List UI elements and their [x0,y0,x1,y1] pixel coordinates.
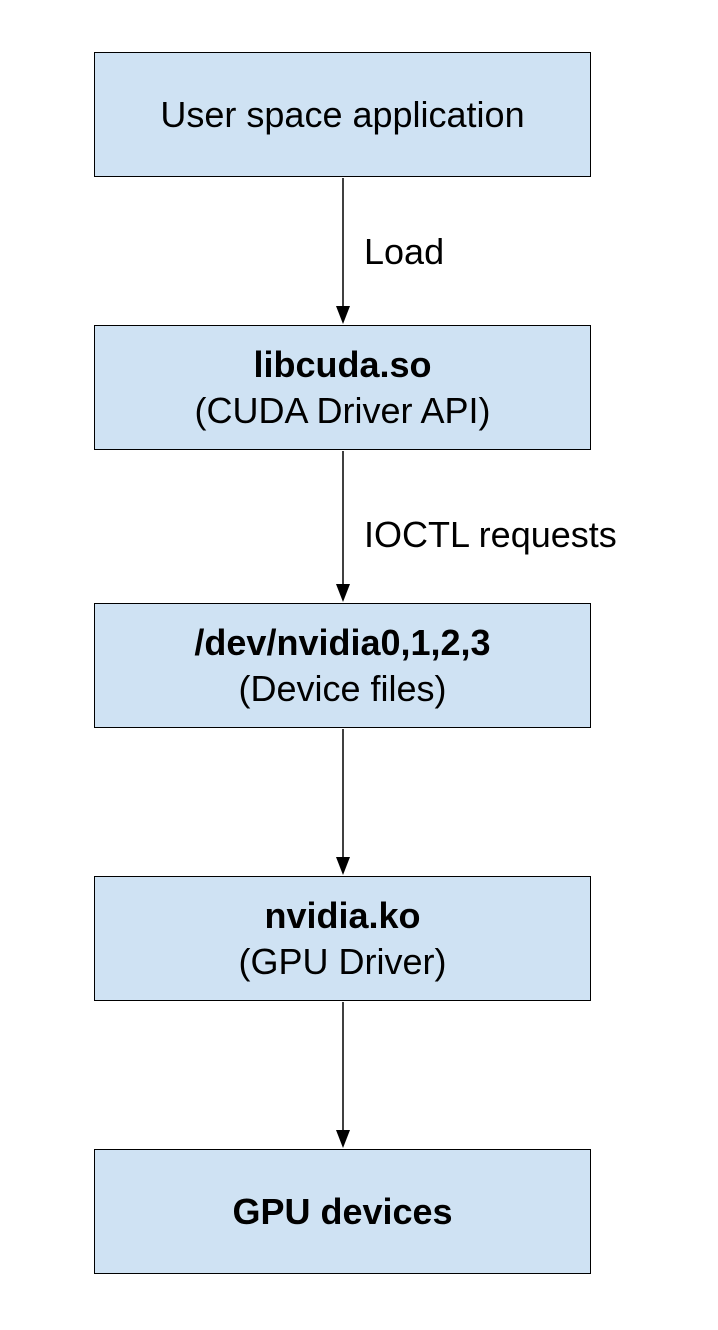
node-title: /dev/nvidia0,1,2,3 [194,621,491,663]
node-subtitle: (Device files) [238,667,447,709]
node-title: nvidia.ko [264,894,421,936]
node-gpu-devices: GPU devices [94,1149,591,1274]
node-subtitle: (CUDA Driver API) [194,389,491,431]
node-nvidia-ko: nvidia.ko (GPU Driver) [94,876,591,1001]
node-title: GPU devices [232,1190,453,1232]
edge-label-ioctl-requests: IOCTL requests [364,514,617,555]
node-libcuda: libcuda.so (CUDA Driver API) [94,325,591,450]
arrow-device-files-to-driver [336,729,350,875]
arrow-load [336,178,350,324]
edge-label-load: Load [364,231,445,272]
arrow-driver-to-gpu [336,1002,350,1148]
arrow-ioctl-requests [336,451,350,602]
node-device-files: /dev/nvidia0,1,2,3 (Device files) [94,603,591,728]
node-title: User space application [160,93,525,135]
node-subtitle: (GPU Driver) [238,940,447,982]
node-user-space-application: User space application [94,52,591,177]
node-title: libcuda.so [253,343,432,385]
